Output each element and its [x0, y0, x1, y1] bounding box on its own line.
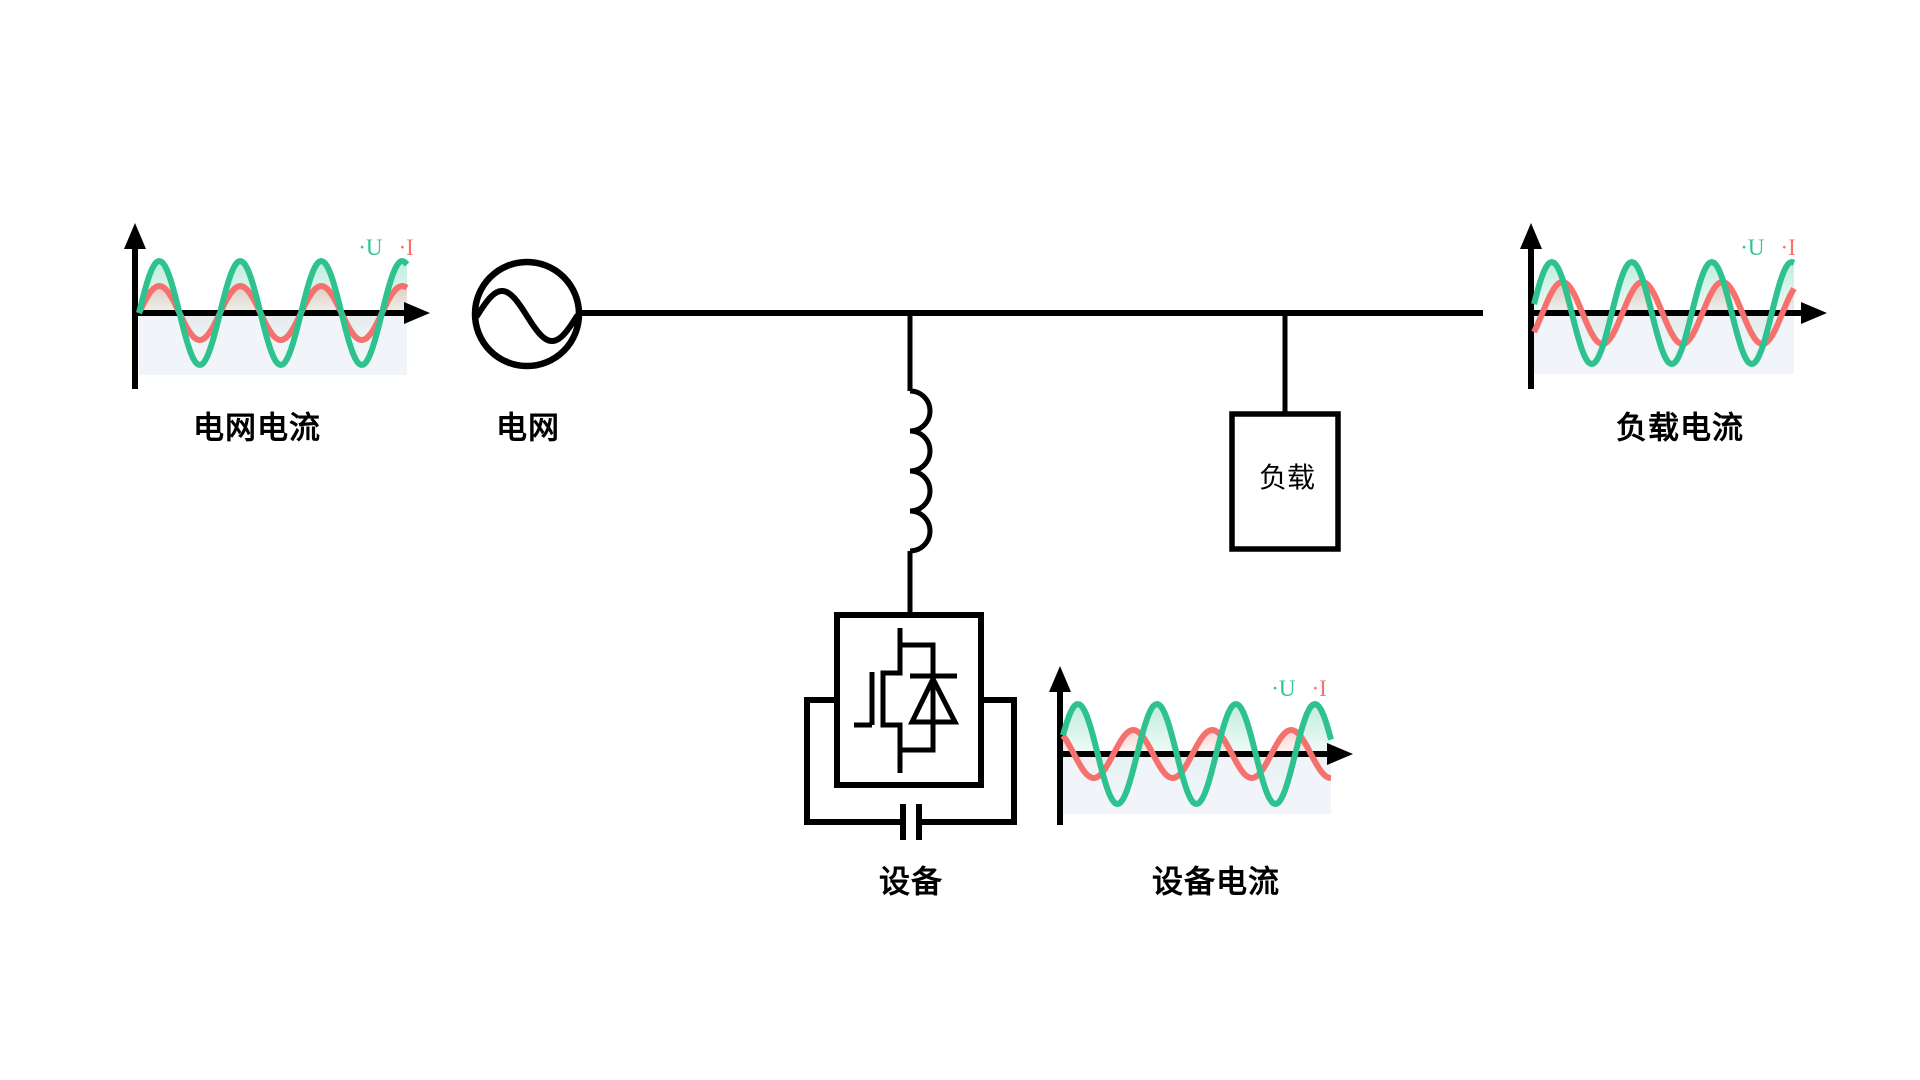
device-current-chart	[1049, 666, 1353, 825]
igbt-body-path	[880, 628, 903, 773]
load-chart-legend: ·U ·I	[1740, 235, 1796, 261]
legend-u-entry: ·U	[358, 235, 383, 260]
wave-I	[1060, 727, 1332, 781]
wave-U	[136, 258, 410, 368]
grid-current-chart	[124, 223, 430, 389]
waveform-charts	[124, 223, 1827, 825]
y-axis-arrow-icon	[124, 223, 146, 249]
device-label: 设备	[879, 864, 943, 900]
load-branch	[1229, 313, 1341, 552]
igbt-diode-icon	[854, 628, 960, 773]
legend-i-entry: ·I	[1311, 676, 1327, 701]
converter-outline	[804, 697, 1017, 825]
legend-i-entry: ·I	[398, 235, 414, 260]
y-axis-arrow-icon	[1520, 223, 1542, 249]
x-axis-arrow-icon	[404, 302, 430, 324]
load-current-caption: 负载电流	[1616, 410, 1744, 446]
device-chart-legend: ·U ·I	[1271, 676, 1327, 702]
wave-U	[1060, 701, 1334, 807]
ac-sine-icon	[474, 288, 580, 344]
device-unit	[804, 612, 1017, 840]
device-current-caption: 设备电流	[1152, 864, 1280, 900]
dc-capacitor-icon	[900, 804, 922, 840]
legend-u-entry: ·U	[1271, 676, 1296, 701]
inductor-symbol	[909, 388, 933, 554]
grid-current-caption: 电网电流	[193, 410, 321, 446]
igbt-module-box	[834, 612, 984, 788]
grid-source-label: 电网	[496, 410, 560, 446]
diode-triangle	[907, 673, 960, 725]
x-axis-arrow-icon	[1327, 743, 1353, 765]
grid-chart-legend: ·U ·I	[358, 235, 414, 261]
wave-U	[1531, 259, 1796, 367]
diode-spine-path	[900, 642, 936, 753]
x-axis-arrow-icon	[1801, 302, 1827, 324]
legend-i-entry: ·I	[1780, 235, 1796, 260]
y-axis-arrow-icon	[1049, 666, 1071, 692]
legend-u-entry: ·U	[1740, 235, 1765, 260]
wave-I	[1531, 279, 1797, 347]
load-box	[1229, 411, 1341, 552]
load-box-label: 负载	[1258, 462, 1316, 493]
device-branch	[907, 313, 933, 617]
load-current-chart	[1520, 223, 1827, 389]
ac-source-symbol	[471, 258, 583, 370]
